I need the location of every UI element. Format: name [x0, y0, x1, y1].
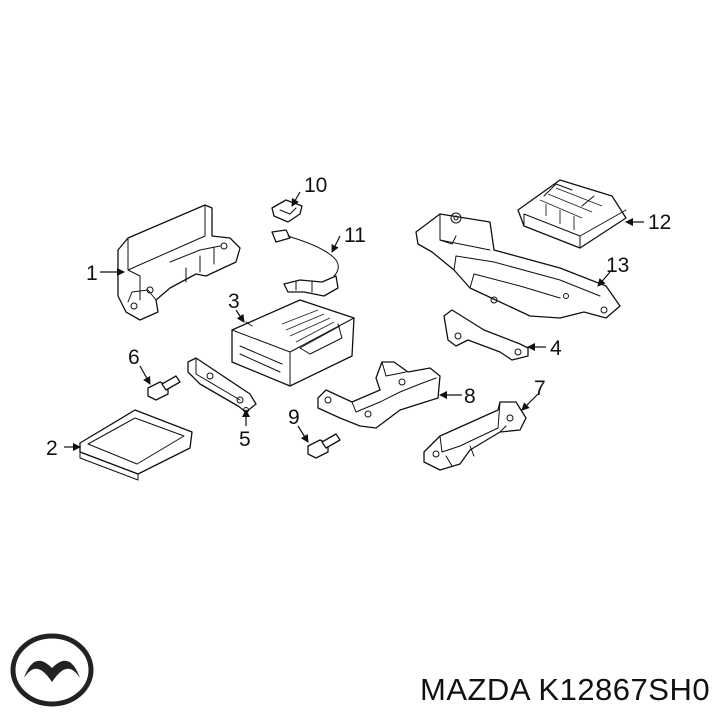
leader-10 — [291, 191, 301, 207]
leader-7 — [521, 393, 539, 411]
part-10-clip — [271, 199, 303, 223]
part-9-bolt — [307, 433, 341, 459]
part-8-frame-bracket — [317, 361, 441, 429]
callout-6: 6 — [128, 346, 140, 369]
callout-12: 12 — [648, 211, 671, 234]
callout-9: 9 — [288, 406, 300, 429]
callout-1: 1 — [86, 262, 98, 285]
callout-3: 3 — [228, 290, 240, 313]
part-number-caption: MAZDA K12867SH0 — [420, 672, 711, 707]
callout-5: 5 — [239, 428, 251, 451]
leader-6 — [139, 365, 151, 385]
callout-7: 7 — [534, 377, 546, 400]
part-7-rail-bracket — [423, 401, 527, 471]
part-12-box-module — [517, 179, 627, 249]
leader-11 — [331, 235, 341, 253]
callout-2: 2 — [46, 437, 58, 460]
callout-labels: 1 2 3 4 5 6 7 8 9 10 11 12 13 — [46, 174, 671, 460]
part-2-display-panel — [79, 409, 193, 481]
part-3-control-module — [231, 299, 355, 387]
leader-13 — [597, 271, 611, 287]
callout-8: 8 — [464, 385, 476, 408]
leader-3 — [235, 309, 245, 323]
part-11-wiring-harness — [271, 229, 339, 297]
callout-4: 4 — [550, 337, 562, 360]
part-13-base-plate — [415, 212, 621, 319]
callout-13: 13 — [606, 254, 629, 277]
part-4-bracket — [443, 309, 529, 361]
callout-11: 11 — [344, 224, 366, 247]
part-6-bolt — [147, 375, 181, 401]
callout-leaders — [64, 191, 644, 451]
part-1-display-housing — [117, 204, 241, 321]
leader-9 — [297, 425, 309, 443]
callout-10: 10 — [304, 174, 327, 197]
mazda-logo-icon — [10, 633, 94, 707]
